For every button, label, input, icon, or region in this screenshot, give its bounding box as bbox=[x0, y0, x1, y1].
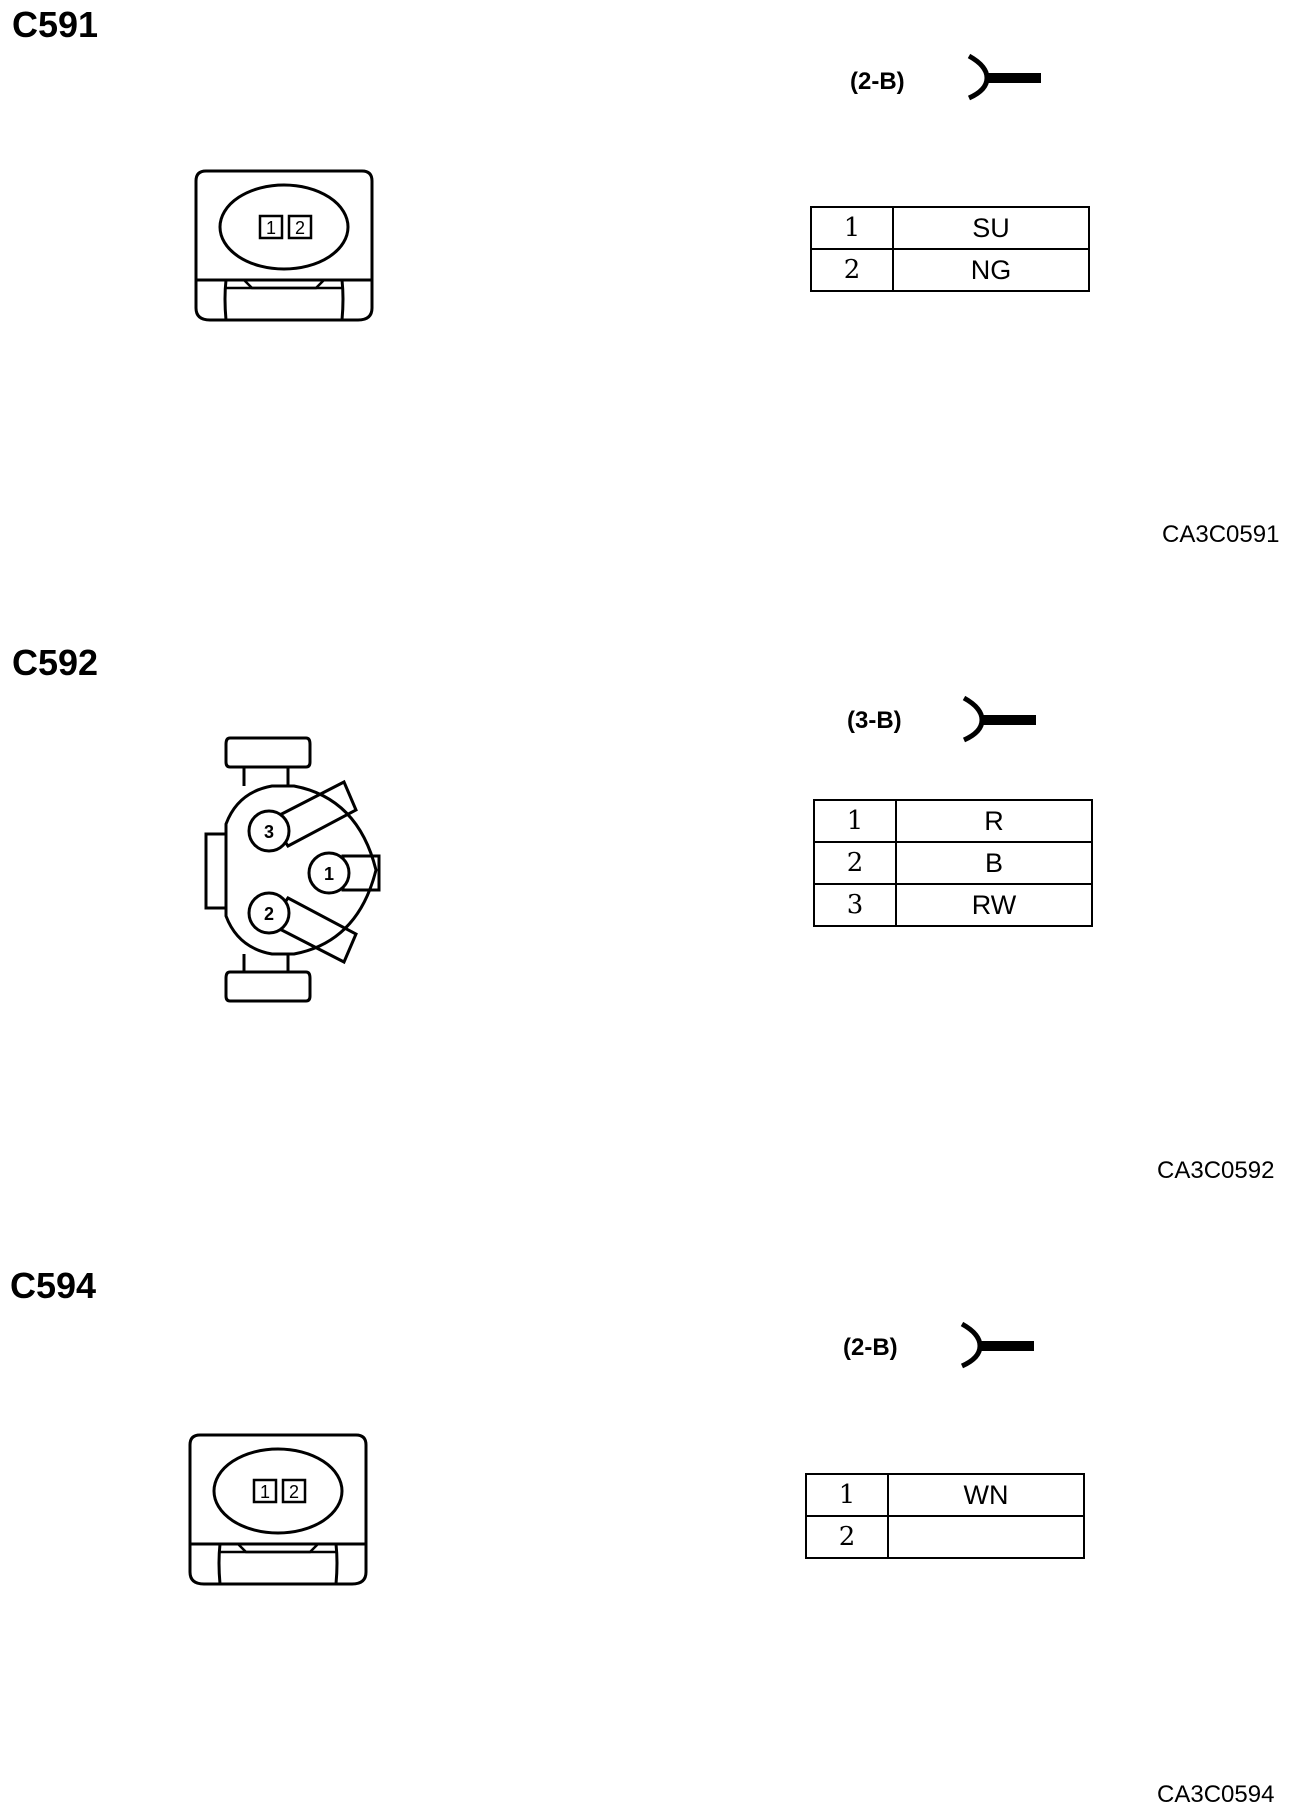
pin-number: 1 bbox=[813, 799, 897, 843]
table-row: 2 bbox=[805, 1515, 1085, 1559]
figure-code: CA3C0591 bbox=[1162, 521, 1280, 548]
female-terminal-icon bbox=[967, 53, 1041, 101]
pin-number: 2 bbox=[813, 841, 897, 885]
table-row: 1 R bbox=[813, 799, 1093, 843]
wire-color: B bbox=[895, 841, 1093, 885]
pin-table: 1 WN 2 bbox=[805, 1473, 1085, 1559]
face-pin-label: 1 bbox=[324, 864, 334, 884]
pin-number: 2 bbox=[810, 248, 894, 292]
face-pin-label: 1 bbox=[266, 218, 276, 238]
wire-color: NG bbox=[892, 248, 1090, 292]
pin-number: 2 bbox=[805, 1515, 889, 1559]
table-row: 2 NG bbox=[810, 248, 1090, 292]
table-row: 2 B bbox=[813, 841, 1093, 885]
figure-code: CA3C0594 bbox=[1157, 1781, 1275, 1808]
table-row: 3 RW bbox=[813, 883, 1093, 927]
wire-color bbox=[887, 1515, 1085, 1559]
wire-color: SU bbox=[892, 206, 1090, 250]
wire-color: R bbox=[895, 799, 1093, 843]
wire-color: RW bbox=[895, 883, 1093, 927]
pin-number: 1 bbox=[805, 1473, 889, 1517]
connector-type-label: (3-B) bbox=[847, 707, 902, 734]
face-pin-label: 2 bbox=[289, 1482, 299, 1502]
pin-table: 1 SU 2 NG bbox=[810, 206, 1090, 292]
connector-title: C594 bbox=[10, 1265, 97, 1306]
table-row: 1 SU bbox=[810, 206, 1090, 250]
connector-title: C592 bbox=[12, 642, 99, 683]
connector-type-label: (2-B) bbox=[843, 1334, 898, 1361]
connector-face: 3 1 2 bbox=[204, 736, 381, 1003]
face-pin-label: 2 bbox=[295, 218, 305, 238]
face-pin-label: 1 bbox=[260, 1482, 270, 1502]
connector-face: 1 2 bbox=[194, 169, 374, 322]
female-terminal-icon bbox=[962, 695, 1036, 743]
pin-number: 3 bbox=[813, 883, 897, 927]
connector-type-label: (2-B) bbox=[850, 68, 905, 95]
face-pin-label: 2 bbox=[264, 904, 274, 924]
connector-title: C591 bbox=[12, 4, 99, 45]
figure-code: CA3C0592 bbox=[1157, 1157, 1275, 1184]
table-row: 1 WN bbox=[805, 1473, 1085, 1517]
wire-color: WN bbox=[887, 1473, 1085, 1517]
female-terminal-icon bbox=[960, 1321, 1034, 1369]
face-pin-label: 3 bbox=[264, 822, 274, 842]
pin-table: 1 R 2 B 3 RW bbox=[813, 799, 1093, 927]
connector-face: 1 2 bbox=[188, 1433, 368, 1586]
pin-number: 1 bbox=[810, 206, 894, 250]
